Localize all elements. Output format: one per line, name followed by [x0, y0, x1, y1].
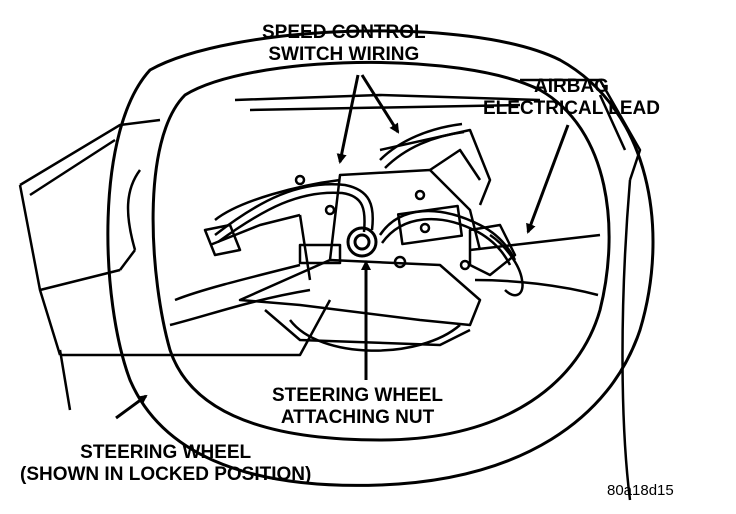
attaching-nut [346, 226, 378, 258]
steering-wheel-label-line1: STEERING WHEEL [80, 442, 252, 463]
speed-control-wiring [214, 122, 517, 266]
attaching-nut-label-line2: ATTACHING NUT [280, 407, 435, 428]
airbag-label-line1: AIRBAG [534, 76, 609, 97]
speed-control-label-line2: SWITCH WIRING [268, 44, 420, 65]
figure-id: 80a18d15 [607, 482, 674, 499]
airbag-lead-label: AIRBAG ELECTRICAL LEAD [483, 76, 660, 120]
steering-wheel-label-line2: (SHOWN IN LOCKED POSITION) [20, 464, 312, 485]
steering-wheel-label: STEERING WHEEL (SHOWN IN LOCKED POSITION… [20, 442, 311, 486]
attaching-nut-label: STEERING WHEEL ATTACHING NUT [272, 385, 443, 429]
steering-wheel-rim [106, 29, 655, 487]
speed-control-label-line1: SPEED CONTROL [262, 22, 426, 43]
speed-control-wiring-label: SPEED CONTROL SWITCH WIRING [262, 22, 426, 66]
airbag-lead [489, 233, 524, 297]
dashboard-background [18, 78, 642, 501]
attaching-nut-label-line1: STEERING WHEEL [272, 385, 444, 406]
callout-arrows [115, 74, 570, 420]
airbag-label-line2: ELECTRICAL LEAD [483, 98, 660, 119]
